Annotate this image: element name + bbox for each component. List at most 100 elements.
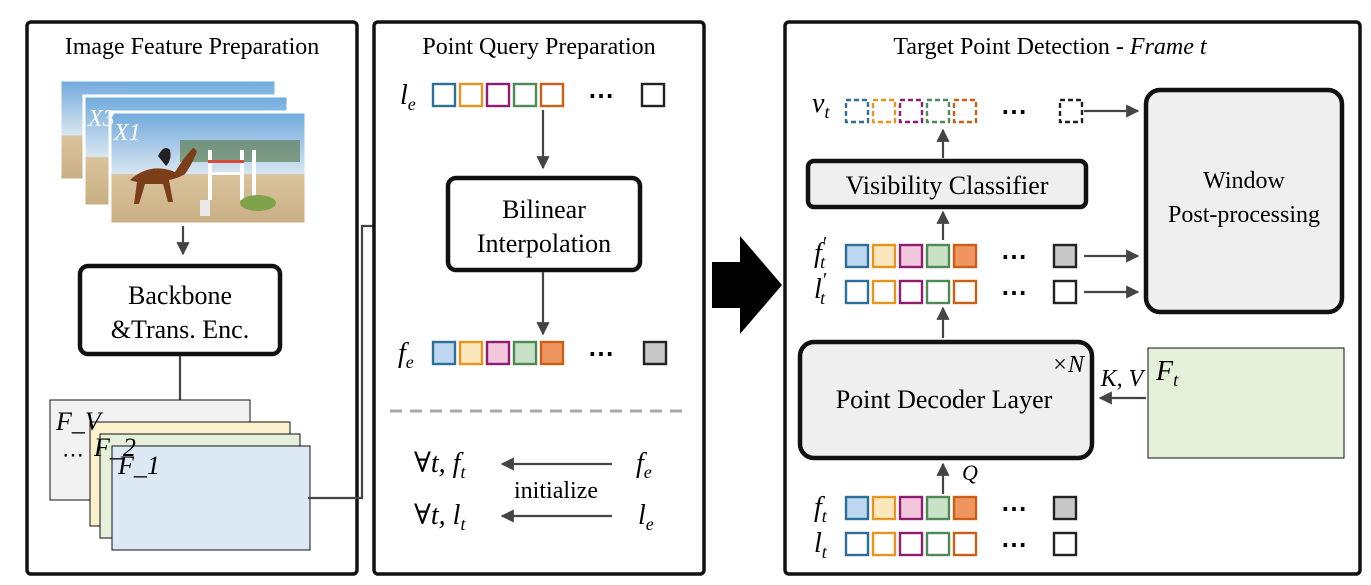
panel-image-feature-preparation: Image Feature Preparation	[25, 20, 359, 576]
query-square-1	[431, 340, 457, 366]
query-square-1	[844, 531, 870, 557]
visibility-classifier-label: Visibility Classifier	[846, 171, 1049, 200]
query-square-5	[539, 82, 565, 108]
forall-ft: ∀t, ft	[414, 448, 466, 482]
query-square-5	[952, 531, 978, 557]
forall-lt: ∀t, lt	[414, 500, 466, 534]
query-square-5	[952, 98, 978, 124]
panel-target-point-detection: Target Point Detection - Frame t vt ⋯ Vi…	[783, 20, 1362, 576]
symbol-le: le	[400, 80, 416, 114]
query-square-last	[1052, 531, 1078, 557]
frame-label-x3: X3	[87, 106, 115, 132]
frame-label-x1: X1	[113, 120, 141, 146]
query-row-ftprime: ⋯	[844, 242, 1078, 271]
query-square-last	[642, 340, 668, 366]
query-square-1	[844, 495, 870, 521]
input-frames-stack: X3 X1	[58, 78, 308, 226]
query-square-last	[1052, 279, 1078, 305]
symbol-Ft: Ft	[1155, 356, 1179, 390]
feature-dots: ⋯	[62, 442, 84, 467]
query-square-2	[871, 243, 897, 269]
query-square-1	[431, 82, 457, 108]
backbone-label-line2: &Trans. Enc.	[111, 315, 249, 344]
query-square-last	[1052, 243, 1078, 269]
panel-title-image-feature: Image Feature Preparation	[65, 34, 320, 60]
row-ellipsis: ⋯	[1001, 530, 1027, 559]
init-fe: fe	[636, 448, 652, 482]
query-row-lt: ⋯	[844, 530, 1078, 559]
query-square-2	[871, 98, 897, 124]
panel-point-query-preparation: Point Query Preparation le ⋯ Bilinear In…	[372, 20, 706, 576]
row-ellipsis: ⋯	[1001, 97, 1027, 126]
query-square-last	[1052, 495, 1078, 521]
query-square-2	[871, 495, 897, 521]
query-square-4	[925, 495, 951, 521]
initialize-label: initialize	[514, 478, 598, 504]
panel-title-point-query: Point Query Preparation	[422, 34, 655, 60]
init-le: le	[638, 500, 654, 534]
row-ellipsis: ⋯	[1001, 242, 1027, 271]
query-square-4	[925, 531, 951, 557]
query-row-fe: ⋯	[431, 339, 668, 368]
query-square-5	[952, 495, 978, 521]
symbol-fe: fe	[398, 338, 414, 372]
query-square-4	[925, 98, 951, 124]
query-square-5	[952, 243, 978, 269]
query-square-4	[925, 243, 951, 269]
query-square-3	[485, 82, 511, 108]
query-square-3	[485, 340, 511, 366]
query-row-ltprime: ⋯	[844, 278, 1078, 307]
query-square-2	[871, 279, 897, 305]
symbol-vt: vt	[812, 88, 830, 122]
query-row-vt: ⋯	[844, 97, 1084, 126]
repeat-n-label: ×N	[1052, 352, 1086, 378]
query-square-2	[871, 531, 897, 557]
row-ellipsis: ⋯	[1001, 494, 1027, 523]
window-label-line1: Window	[1203, 168, 1285, 194]
query-row-ft: ⋯	[844, 494, 1078, 523]
frame-photo-1	[108, 110, 308, 226]
symbol-ltprime: l′t	[814, 269, 827, 308]
query-square-1	[844, 243, 870, 269]
big-arrow-icon	[712, 236, 782, 334]
window-label-line2: Post-processing	[1168, 202, 1320, 228]
q-label: Q	[962, 460, 978, 485]
feature-label-f1: F_1	[117, 451, 160, 480]
visibility-classifier-block: Visibility Classifier	[805, 158, 1089, 210]
bilinear-label-line1: Bilinear	[502, 195, 586, 224]
query-square-1	[844, 279, 870, 305]
symbol-lt: lt	[814, 528, 828, 562]
query-square-4	[925, 279, 951, 305]
feature-label-f2: F_2	[93, 433, 136, 462]
query-square-3	[898, 98, 924, 124]
point-decoder-label: Point Decoder Layer	[836, 385, 1053, 414]
bilinear-block: Bilinear Interpolation	[445, 175, 643, 273]
query-square-2	[458, 82, 484, 108]
feature-label-fv: F_V	[55, 407, 104, 436]
query-square-3	[898, 495, 924, 521]
window-postprocessing-block: Window Post-processing	[1143, 87, 1345, 315]
symbol-ft: ft	[814, 492, 828, 526]
query-square-3	[898, 531, 924, 557]
feature-map-stack: F_V ⋯ F_2 F_1	[49, 399, 311, 551]
backbone-block: Backbone &Trans. Enc.	[77, 263, 283, 357]
panel-title-target-point: Target Point Detection - Frame t	[893, 34, 1207, 60]
kv-label: K, V	[1100, 366, 1146, 392]
row-ellipsis: ⋯	[588, 81, 614, 110]
row-ellipsis: ⋯	[1001, 278, 1027, 307]
query-square-last	[1058, 98, 1084, 124]
bilinear-label-line2: Interpolation	[477, 229, 611, 258]
query-square-3	[898, 279, 924, 305]
query-square-last	[640, 82, 666, 108]
backbone-label-line1: Backbone	[128, 281, 232, 310]
ft-feature-box: Ft	[1147, 347, 1345, 459]
query-square-5	[952, 279, 978, 305]
point-decoder-block: ×N Point Decoder Layer	[797, 339, 1095, 461]
query-square-4	[512, 340, 538, 366]
row-ellipsis: ⋯	[588, 339, 614, 368]
query-square-2	[458, 340, 484, 366]
query-row-le: ⋯	[431, 81, 666, 110]
query-square-1	[844, 98, 870, 124]
query-square-5	[539, 340, 565, 366]
